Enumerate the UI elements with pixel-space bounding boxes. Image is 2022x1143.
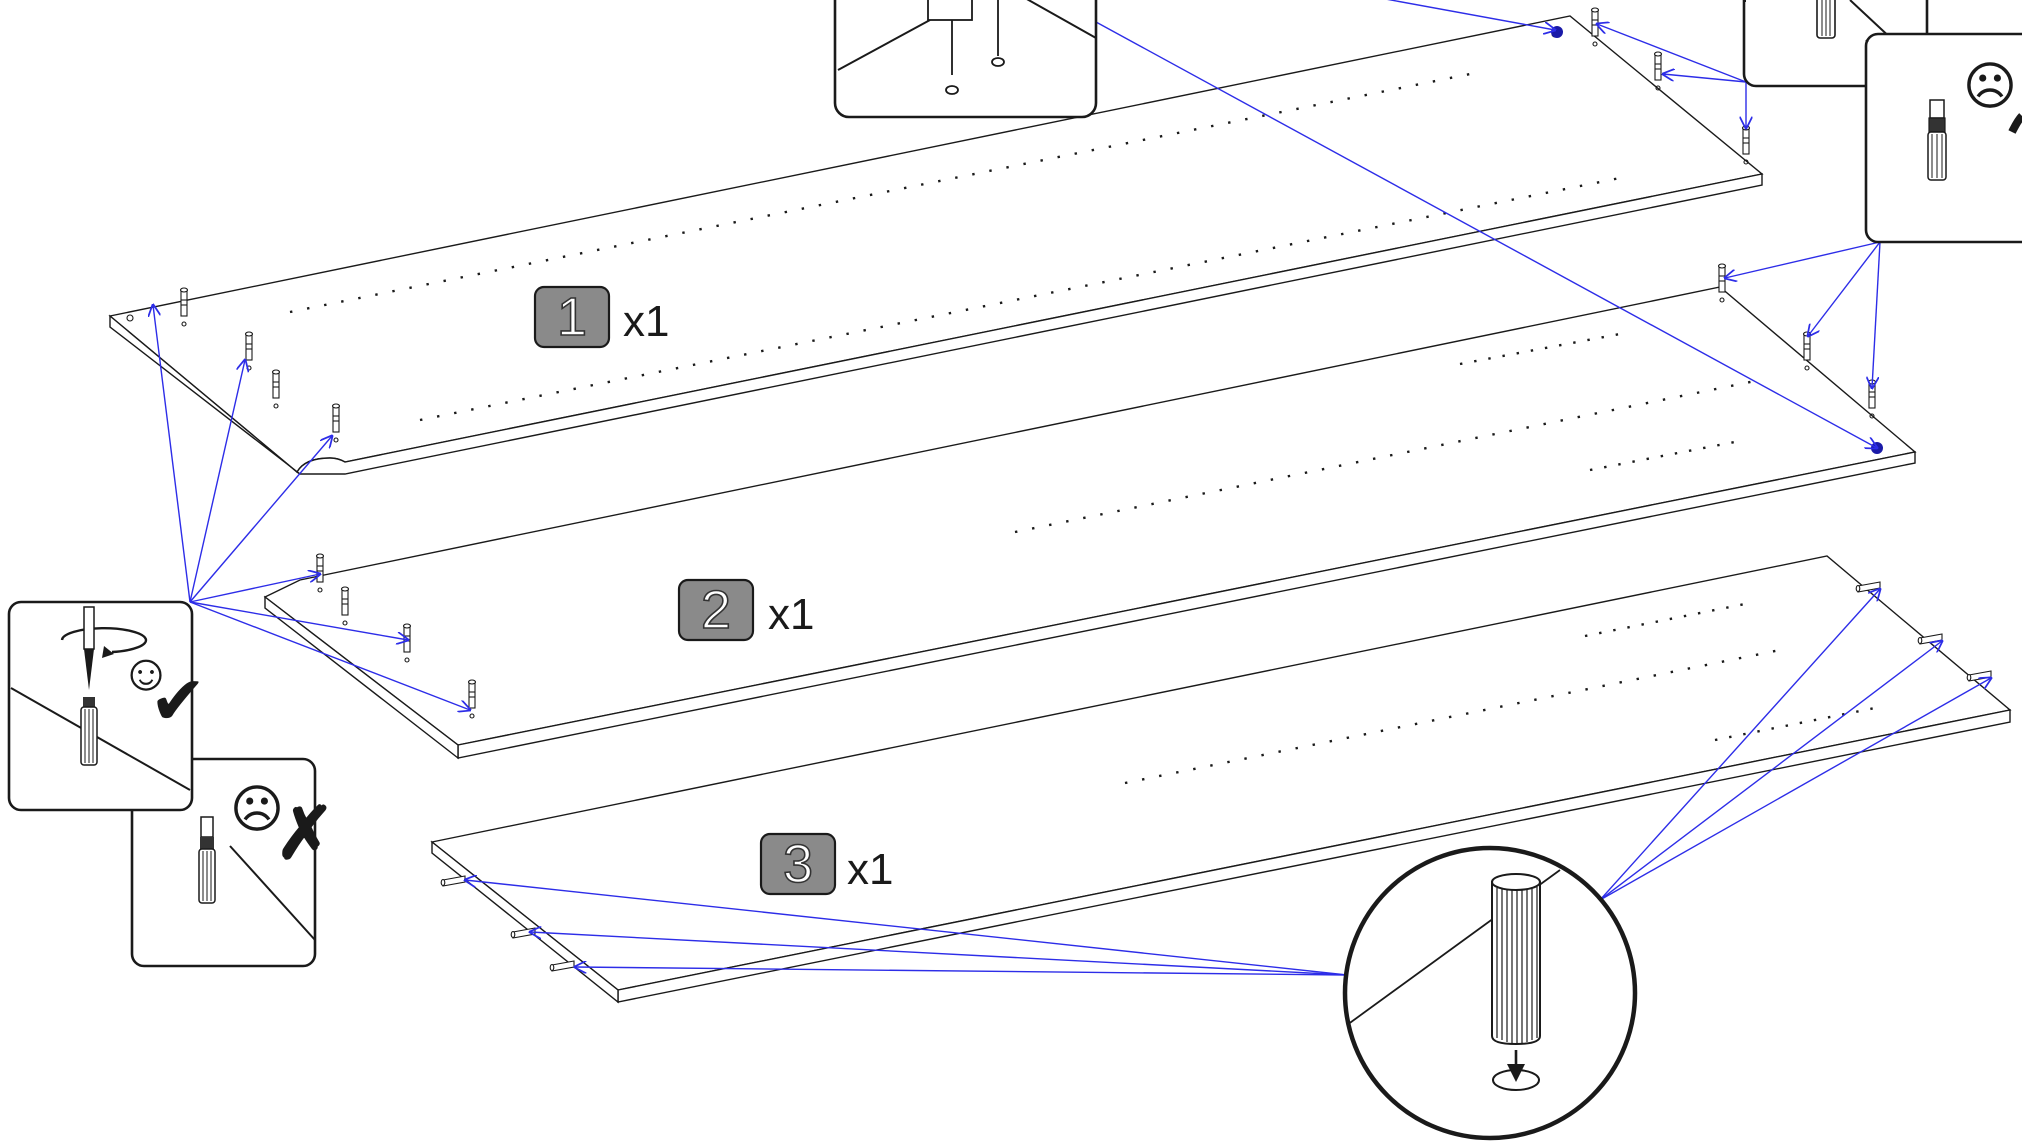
assembly-arrow: [1599, 678, 1991, 901]
panel-2-left-edge: [264, 595, 459, 760]
cam-dowel: [331, 403, 341, 443]
assembly-arrow: [189, 601, 408, 640]
cam-dowel-icon: [198, 816, 216, 904]
assembly-arrow: [153, 305, 191, 603]
panel-2: [263, 286, 1917, 760]
assembly-arrow: [575, 967, 1348, 976]
wooden-dowel: [510, 927, 536, 939]
panel-3-holes: [1124, 602, 1876, 785]
detail-circle-dowel: [1342, 845, 1638, 1141]
cam-dowel: [244, 331, 254, 371]
part-quantity-3: x1: [847, 845, 893, 894]
wooden-dowel-icon: [1491, 873, 1541, 1091]
assembly-arrow: [1387, 0, 1555, 30]
cam-dowel: [1653, 51, 1663, 91]
assembly-arrow: [1725, 241, 1881, 278]
assembly-arrow: [189, 360, 245, 603]
part-badge-1: [533, 285, 611, 349]
cam-dowel: [340, 586, 350, 626]
assembly-arrow: [1599, 589, 1880, 901]
part-label-3: 3 x1: [759, 832, 893, 896]
assembly-arrow: [1872, 241, 1881, 388]
panel-1: [108, 15, 1764, 475]
wooden-dowel: [440, 875, 466, 887]
cam-dowel-icon: [927, 0, 973, 21]
detail-box-right: ☹: [1864, 32, 2022, 244]
assembly-arrows: [153, 0, 1991, 976]
part-badge-2: [677, 578, 755, 642]
check-mark-icon: ✔: [150, 663, 207, 739]
cam-dowel-icon: [1927, 99, 1947, 181]
assembly-arrow: [189, 436, 332, 603]
assembly-arrow: [1597, 24, 1747, 83]
part-badge-3: [759, 832, 837, 896]
sad-face-icon: ☹: [1963, 58, 2017, 116]
part-label-2: 2 x1: [677, 578, 814, 642]
assembly-arrow: [189, 601, 470, 710]
part-label-1: 1 x1: [533, 285, 669, 349]
rotate-arrow-icon: [60, 627, 148, 658]
assembly-arrow: [189, 574, 320, 603]
panel-1-front-edge: [296, 173, 1763, 475]
assembly-arrow: [530, 932, 1348, 976]
assembly-arrow: [1599, 641, 1942, 901]
happy-face-icon: ☺: [119, 644, 172, 702]
cam-dowel-icon: [1816, 0, 1836, 39]
part-number-1: 1: [557, 287, 587, 347]
assembly-arrow: [1808, 241, 1881, 336]
panel-2-holes: [1014, 332, 1761, 534]
cam-dowel: [179, 287, 189, 327]
screwdriver-icon: [83, 606, 95, 690]
cam-dowel: [271, 369, 281, 409]
part-quantity-2: x1: [768, 590, 814, 639]
sad-face-icon: ☹: [230, 781, 284, 839]
assembly-arrow: [465, 880, 1348, 976]
detail-box-top: [833, 0, 1098, 119]
part-number-3: 3: [783, 834, 813, 894]
part-quantity-1: x1: [623, 297, 669, 346]
assembly-arrow: [1663, 74, 1747, 83]
cam-dowel: [315, 553, 325, 593]
part-number-2: 2: [701, 580, 731, 640]
cam-dowel-icon: [80, 697, 98, 766]
assembly-arrow: [1095, 21, 1877, 448]
cross-mark-icon: [2008, 113, 2022, 134]
detail-box-correct: ☺ ✔: [7, 600, 207, 812]
wooden-dowel: [549, 960, 575, 972]
marker-dot: [1551, 26, 1563, 38]
cam-dowels: [179, 7, 1877, 719]
cross-mark-icon: ✗: [275, 794, 335, 874]
